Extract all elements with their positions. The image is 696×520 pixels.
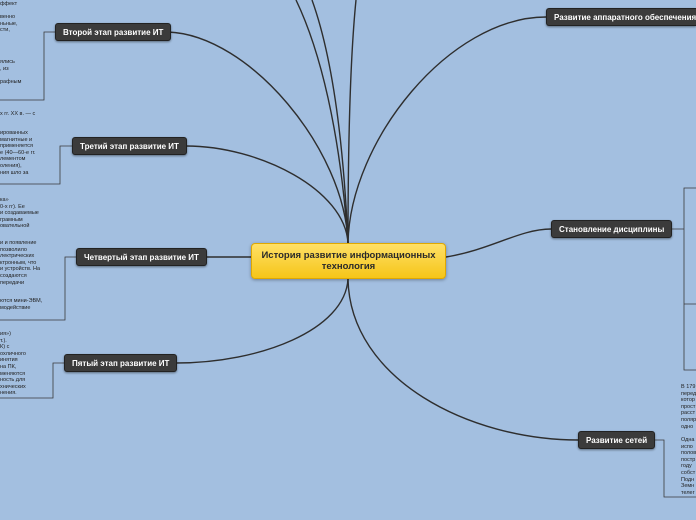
note-third-stage-top: х гг. XX в. — с xyxy=(0,111,36,117)
link-top-2 xyxy=(311,0,349,244)
branch-fourth-stage[interactable]: Четвертый этап развитие ИТ xyxy=(76,248,207,266)
branch-fifth-stage[interactable]: Пятый этап развитие ИТ xyxy=(64,354,178,372)
note-fourth-stage-bottom: ются мини-ЭВМ, модействие xyxy=(0,298,43,311)
note-third-stage: ированных магнитные и применяется е (40—… xyxy=(0,130,36,176)
link-third xyxy=(185,145,349,244)
bracket-discipline xyxy=(672,187,696,371)
note-second-stage-top: ффект венно ньные, сти, xyxy=(0,1,18,34)
branch-discipline-formation[interactable]: Становление дисциплины xyxy=(551,220,673,238)
bracket-second xyxy=(0,31,56,101)
bracket-fourth xyxy=(0,256,76,321)
branch-network-development[interactable]: Развитие сетей xyxy=(578,431,656,449)
branch-third-stage[interactable]: Третий этап развитие ИТ xyxy=(72,137,187,155)
branch-hardware-development[interactable]: Развитие аппаратного обеспечения xyxy=(546,8,696,26)
note-fifth-stage: ия») т.). К) с охличного инятия на ПК, м… xyxy=(0,331,26,397)
link-top-3 xyxy=(347,0,357,244)
branch-second-stage[interactable]: Второй этап развитие ИТ xyxy=(55,23,172,41)
note-networks-bottom: Одна испо полов постр году собст Подн Зе… xyxy=(681,437,696,496)
link-top-1 xyxy=(295,0,349,244)
bracket-fifth xyxy=(0,362,64,399)
link-networks xyxy=(347,278,579,441)
link-hardware xyxy=(347,16,547,244)
bracket-third xyxy=(0,145,72,185)
note-networks-top: В 179 перед котор прост расст поляр одно xyxy=(681,384,696,430)
note-second-stage-bottom: ялись , из рафным xyxy=(0,59,22,85)
link-second xyxy=(167,31,349,244)
link-fifth xyxy=(175,278,349,364)
note-fourth-stage: и и появление позволило лектрических ктр… xyxy=(0,240,41,286)
link-discipline xyxy=(445,228,552,258)
central-topic[interactable]: История развитие информационных технолог… xyxy=(251,243,446,279)
bracket-networks xyxy=(654,439,696,498)
note-fourth-stage-top: ка» 0-х гг). Ее и создаваемые грамным ов… xyxy=(0,197,39,230)
